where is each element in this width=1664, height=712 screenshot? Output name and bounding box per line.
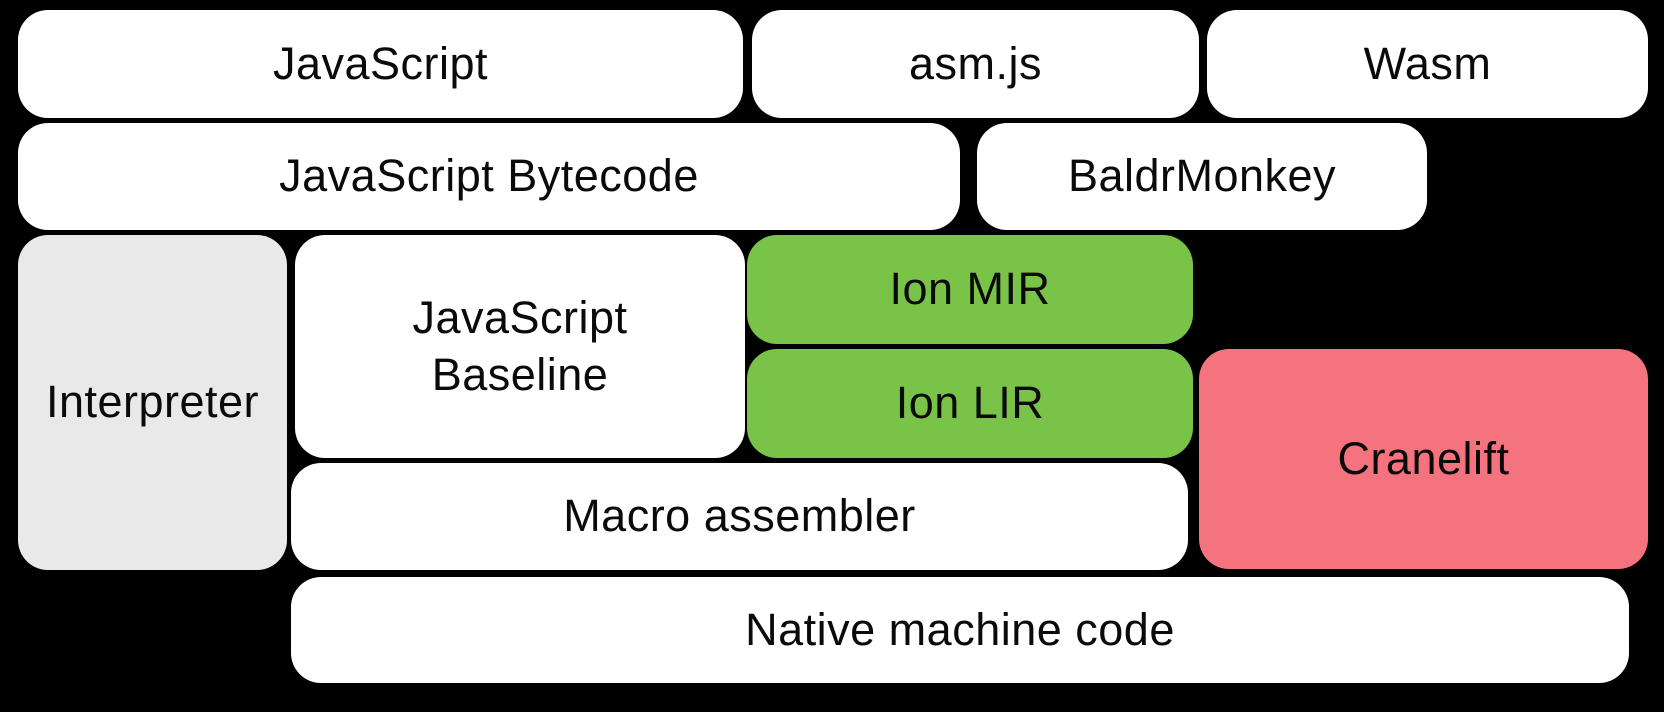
node-label-interpreter: Interpreter bbox=[45, 376, 260, 428]
node-cranelift: Cranelift bbox=[1199, 349, 1648, 569]
node-label-macro-assembler: Macro assembler bbox=[563, 490, 916, 542]
node-label-baldrmonkey: BaldrMonkey bbox=[1067, 150, 1337, 202]
node-interpreter: Interpreter bbox=[18, 235, 287, 570]
node-label-cranelift: Cranelift bbox=[1337, 432, 1510, 484]
node-asm-js: asm.js bbox=[752, 10, 1199, 118]
node-label-javascript-bytecode: JavaScript Bytecode bbox=[279, 150, 699, 202]
node-label-javascript: JavaScript bbox=[272, 37, 489, 89]
node-label-ion-lir: Ion LIR bbox=[895, 377, 1045, 429]
node-javascript-bytecode: JavaScript Bytecode bbox=[18, 123, 960, 230]
node-ion-lir: Ion LIR bbox=[747, 349, 1193, 458]
node-label-native-machine-code: Native machine code bbox=[745, 603, 1175, 655]
node-label-javascript-baseline: JavaScript Baseline bbox=[412, 292, 628, 400]
node-macro-assembler: Macro assembler bbox=[291, 463, 1188, 570]
node-label-ion-mir: Ion MIR bbox=[889, 263, 1051, 315]
node-baldrmonkey: BaldrMonkey bbox=[977, 123, 1427, 230]
node-label-wasm: Wasm bbox=[1363, 37, 1492, 89]
node-label-asm-js: asm.js bbox=[908, 37, 1042, 89]
node-javascript: JavaScript bbox=[18, 10, 743, 118]
node-wasm: Wasm bbox=[1207, 10, 1648, 118]
node-javascript-baseline: JavaScript Baseline bbox=[295, 235, 745, 458]
node-native-machine-code: Native machine code bbox=[291, 577, 1629, 683]
node-ion-mir: Ion MIR bbox=[747, 235, 1193, 344]
